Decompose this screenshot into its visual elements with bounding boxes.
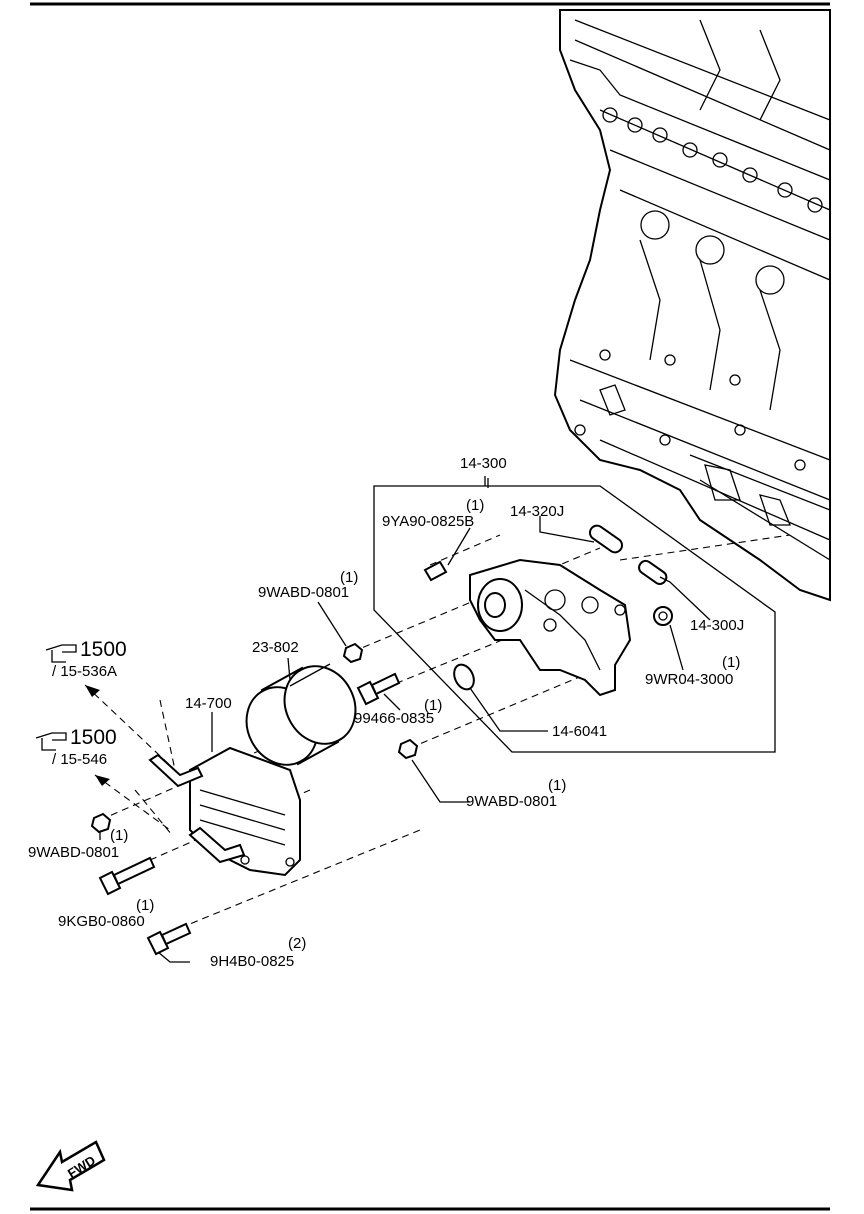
reference-arrows [84, 684, 176, 831]
label-9kgb0-qty: (1) [136, 897, 154, 914]
label-ref1-sub: / 15-536A [52, 663, 117, 680]
fwd-arrow-icon [35, 1140, 106, 1192]
alignment-lines [99, 534, 791, 929]
label-ref1-num: 1500 [80, 638, 127, 661]
label-9wabd-left-qty: (1) [110, 827, 128, 844]
nut-9wabd-mid [397, 738, 419, 760]
label-9ya90-qty: (1) [466, 497, 484, 514]
o-ring-14-320j [588, 524, 624, 554]
label-9wr04: 9WR04-3000 [645, 671, 733, 688]
label-9wabd-left: 9WABD-0801 [28, 844, 119, 861]
leader-lines [99, 478, 711, 963]
label-14-300: 14-300 [460, 455, 507, 472]
stud-9ya90 [423, 560, 448, 582]
nut-9wabd-left [90, 812, 112, 834]
label-14-700: 14-700 [185, 695, 232, 712]
label-9h4b0: 9H4B0-0825 [210, 953, 294, 970]
oil-cooler-14-700 [148, 746, 301, 877]
label-14-320j: 14-320J [510, 503, 564, 520]
label-9wr04-qty: (1) [722, 654, 740, 671]
label-14-6041: 14-6041 [552, 723, 607, 740]
label-9wabd-mid-qty: (1) [548, 777, 566, 794]
o-ring-14-300j [638, 559, 668, 585]
label-9wabd-mid: 9WABD-0801 [466, 793, 557, 810]
oil-filter-housing [469, 558, 632, 697]
label-99466-qty: (1) [424, 697, 442, 714]
label-ref2-num: 1500 [70, 726, 117, 749]
bolt-99466 [356, 672, 401, 706]
label-99466: 99466-0835 [354, 710, 434, 727]
assembly-boundary [373, 476, 776, 753]
label-9kgb0: 9KGB0-0860 [58, 913, 145, 930]
pointing-hand-icon [45, 644, 77, 663]
bolt-9h4b0 [146, 922, 192, 956]
label-14-300j: 14-300J [690, 617, 744, 634]
label-9wabd-top: 9WABD-0801 [258, 584, 349, 601]
label-9h4b0-qty: (2) [288, 935, 306, 952]
plug-9wr04 [653, 606, 673, 626]
label-9ya90: 9YA90-0825B [382, 513, 474, 530]
label-23-802: 23-802 [252, 639, 299, 656]
nut-9wabd-top [342, 642, 364, 664]
engine-block-illustration [553, 9, 831, 602]
label-9wabd-top-qty: (1) [340, 569, 358, 586]
pointing-hand-icon-2 [35, 732, 67, 751]
label-ref2-sub: / 15-546 [52, 751, 107, 768]
oil-filter-23-802 [245, 663, 357, 766]
o-ring-14-6041 [453, 663, 475, 691]
bolt-9kgb0 [98, 856, 156, 896]
